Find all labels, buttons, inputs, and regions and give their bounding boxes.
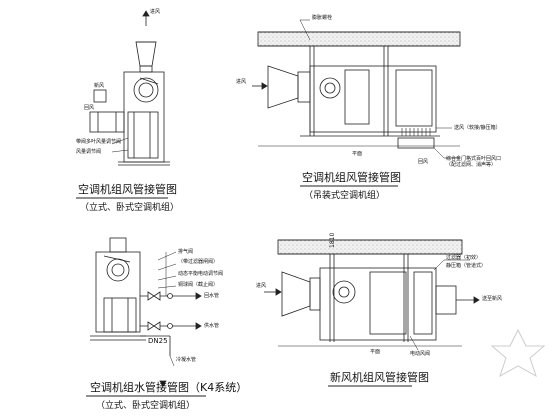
p2-hanger-label: 膨胀螺栓 <box>312 15 333 21</box>
p1-fresh-air-label: 新风 <box>94 83 105 89</box>
p4-air-in-label: 进风 <box>256 283 267 289</box>
p3-supply-label: 供水管 <box>204 323 220 329</box>
p4-title: 新风机组风管接管图 <box>330 371 429 384</box>
p3-subtitle: （立式、卧式空调机组） <box>96 401 196 411</box>
p1-return-air-label: 回风 <box>84 105 95 111</box>
p1-subtitle: （立式、卧式空调机组） <box>80 203 180 213</box>
p1-air-in-label: 进风 <box>150 9 161 15</box>
p3-return-label: 回水管 <box>204 293 220 299</box>
p1-note2-label: 风量调节阀 <box>76 149 102 155</box>
p2-outlet-label: 送风（软接/静压箱） <box>454 125 501 131</box>
p2-title: 空调机组风管接管图 <box>302 171 401 184</box>
p4-dn-label: 过滤器（初效） <box>446 255 482 261</box>
p3-cond-label: 冷凝水管 <box>176 357 197 363</box>
p3-title-suffix: （K4系统） <box>189 381 248 394</box>
p2-air-in-label: 进风 <box>236 79 247 85</box>
p1-title: 空调机组风管接管图 <box>78 183 177 196</box>
p3-title: 空调机组水管接管图（K4系统） <box>90 381 248 394</box>
p3-dn-label: DN25 <box>148 337 168 345</box>
panel1-drawing <box>76 10 170 199</box>
watermark-star-icon <box>490 328 546 378</box>
p2-floor-label: 平面 <box>352 151 363 157</box>
p3-v4-label: 铜球阀（截止阀） <box>178 282 219 288</box>
p4-num-label: 1810 <box>329 232 336 248</box>
p2-return-label: 回风 <box>418 159 429 165</box>
panel4-drawing <box>264 239 480 387</box>
p4-box-label: 静压箱（管道式） <box>446 263 487 269</box>
p4-outlet-label: 送至新风 <box>482 296 503 302</box>
p4-floor-label: 平面 <box>370 349 381 355</box>
p2-subtitle: （吊装式空调机组） <box>304 191 386 201</box>
p3-v2-label: （带过滤器闸阀） <box>178 259 219 265</box>
p4-note-label: 电动风阀 <box>410 351 431 357</box>
panel2-drawing <box>252 19 461 187</box>
p2-note-label: 综合金门格式百叶回风口（配过滤网、消声等） <box>446 156 502 168</box>
p3-v1-label: 排气阀 <box>178 249 194 255</box>
panel3-drawing <box>86 237 206 397</box>
p1-note-label: 带阀多叶风量调节阀 <box>76 139 122 145</box>
p3-v3-label: 动态平衡电动调节阀 <box>178 271 224 277</box>
